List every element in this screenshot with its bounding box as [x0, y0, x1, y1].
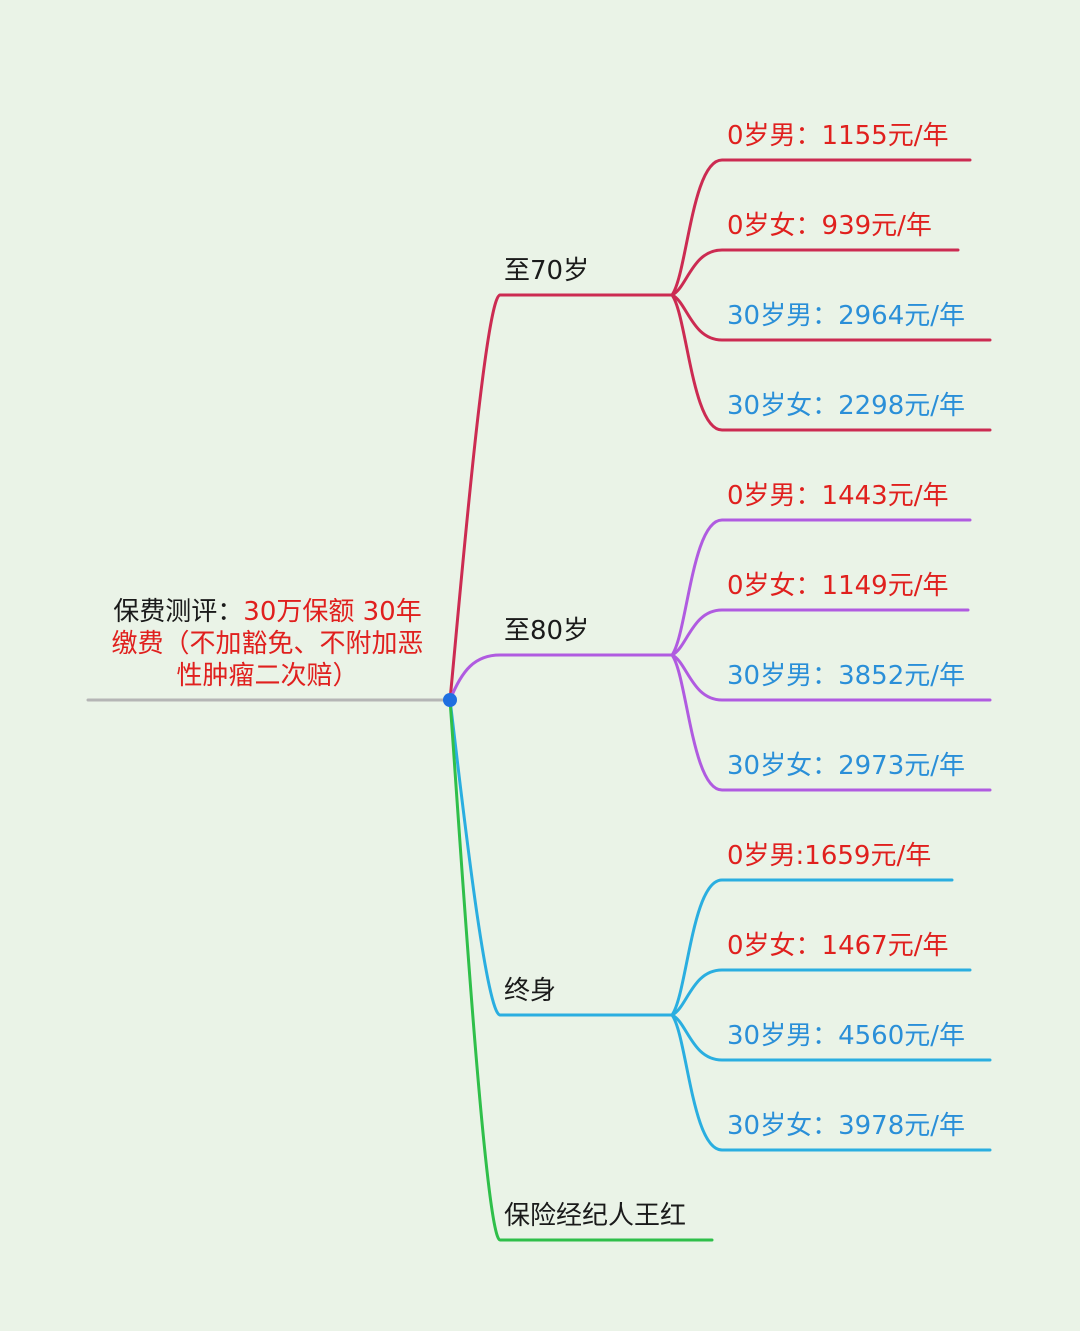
leaf-connector-2-1	[670, 968, 972, 1017]
leaf-connector-1-3	[670, 653, 992, 792]
branch-line-to-70	[448, 293, 674, 702]
root-topic[interactable]: 保费测评：30万保额 30年 缴费（不加豁免、不附加恶 性肿瘤二次赔）	[90, 596, 445, 692]
branch-label-to-80[interactable]: 至80岁	[504, 616, 590, 646]
leaf-connector-0-3	[670, 293, 992, 432]
branch-line-lifetime	[448, 698, 674, 1017]
leaf-connector-1-2	[670, 653, 992, 702]
leaf-70-female-0[interactable]: 0岁女：939元/年	[727, 211, 932, 241]
leaf-life-male-30[interactable]: 30岁男：4560元/年	[727, 1021, 966, 1051]
leaf-connector-1-1	[670, 608, 970, 657]
root-topic-line3: 性肿瘤二次赔）	[176, 661, 359, 691]
leaf-80-male-30[interactable]: 30岁男：3852元/年	[727, 661, 966, 691]
branch-label-agent[interactable]: 保险经纪人王红	[504, 1201, 687, 1231]
root-topic-prefix: 保费测评：	[113, 597, 244, 627]
branch-label-lifetime[interactable]: 终身	[504, 976, 557, 1006]
leaf-connector-1-0	[670, 518, 972, 657]
leaf-life-male-0[interactable]: 0岁男:1659元/年	[727, 841, 932, 871]
leaf-connector-2-3	[670, 1013, 992, 1152]
leaf-life-female-0[interactable]: 0岁女：1467元/年	[727, 931, 949, 961]
branch-label-to-70[interactable]: 至70岁	[504, 256, 590, 286]
root-topic-line2: 缴费（不加豁免、不附加恶	[111, 629, 424, 659]
branch-line-agent	[448, 698, 714, 1242]
leaf-connector-0-1	[670, 248, 960, 297]
root-topic-highlight: 30万保额 30年	[243, 597, 422, 627]
leaf-connector-0-0	[670, 158, 972, 297]
leaf-life-female-30[interactable]: 30岁女：3978元/年	[727, 1111, 966, 1141]
leaf-80-male-0[interactable]: 0岁男：1443元/年	[727, 481, 949, 511]
leaf-70-male-0[interactable]: 0岁男：1155元/年	[727, 121, 949, 151]
leaf-connector-2-0	[670, 878, 954, 1017]
leaf-connector-0-2	[670, 293, 992, 342]
branch-line-to-80	[448, 653, 674, 702]
leaf-80-female-0[interactable]: 0岁女：1149元/年	[727, 571, 949, 601]
leaf-70-male-30[interactable]: 30岁男：2964元/年	[727, 301, 966, 331]
leaf-70-female-30[interactable]: 30岁女：2298元/年	[727, 391, 966, 421]
leaf-80-female-30[interactable]: 30岁女：2973元/年	[727, 751, 966, 781]
leaf-connector-2-2	[670, 1013, 992, 1062]
root-node-dot[interactable]	[443, 693, 457, 707]
